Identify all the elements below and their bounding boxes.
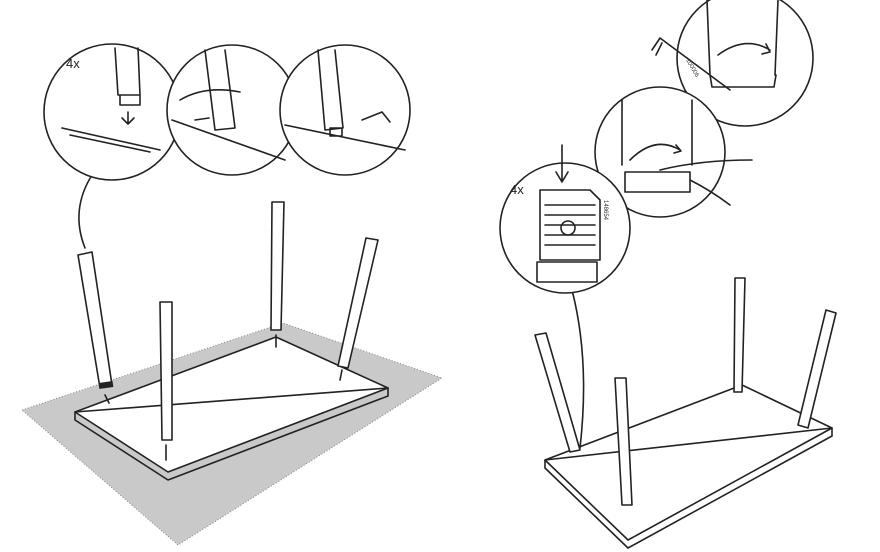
table-legs [77,201,379,461]
part-code: 148654 [602,200,608,221]
quantity-label: 4x [510,182,524,197]
detail-circle-3 [279,44,411,176]
tabletop [544,384,833,541]
quantity-label: 4x [66,56,80,71]
detail-circle-1 [43,43,181,181]
left-step: 4x [21,43,444,546]
right-step: 100006 148654 4x [499,0,837,549]
detail-circle-wrench [676,0,814,127]
table-legs [534,277,837,506]
